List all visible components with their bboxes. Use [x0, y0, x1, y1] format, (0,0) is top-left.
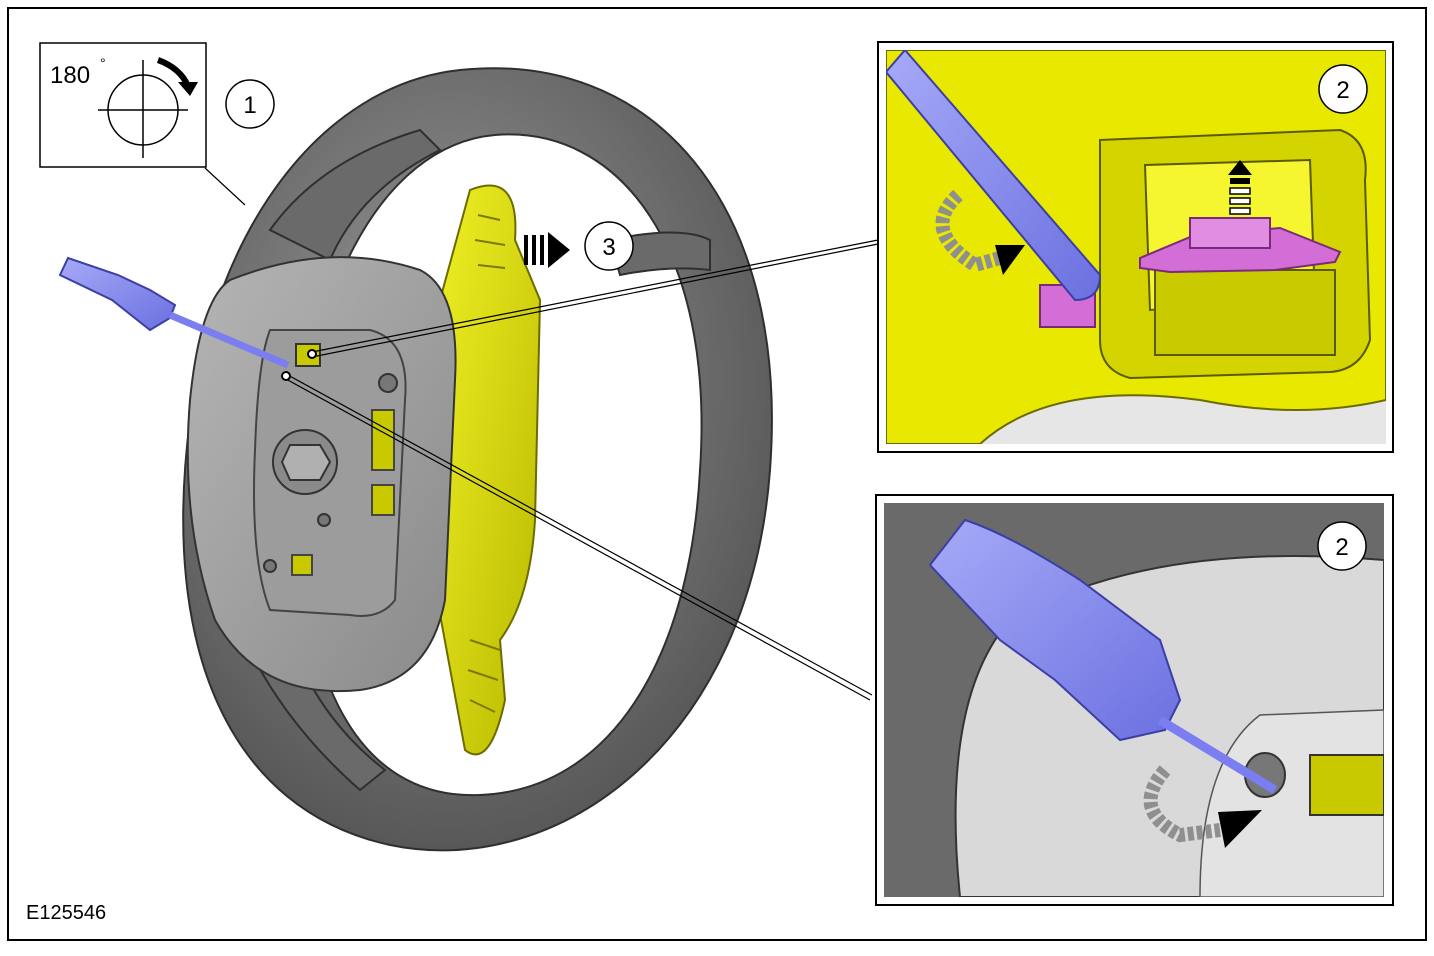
detail-panel-bottom: 2 [875, 494, 1394, 906]
svg-text:3: 3 [602, 234, 615, 261]
right-spoke [608, 231, 711, 277]
svg-text:2: 2 [1336, 77, 1349, 104]
callout-1: 1 [225, 79, 275, 129]
steering-wheel [182, 67, 773, 852]
svg-text:1: 1 [243, 92, 256, 119]
callout-2-top: 2 [1318, 64, 1368, 114]
crosshair-icon [98, 60, 188, 158]
figure-id: E125546 [26, 902, 107, 924]
detail-panel-top: 2 [877, 41, 1394, 453]
rotation-arrow-icon [935, 189, 1025, 275]
detail-screwdriver-icon [886, 50, 1102, 302]
push-arrow-icon [524, 232, 570, 268]
rotation-box: 180 ° [39, 42, 207, 168]
screwdriver-icon [58, 256, 290, 369]
upper-spoke [268, 128, 442, 262]
callout-2-bottom: 2 [1317, 521, 1367, 571]
rotation-label: 180 [50, 62, 90, 89]
lift-arrow-icon [1228, 160, 1252, 215]
callout-3: 3 [584, 221, 634, 271]
rotation-degree: ° [100, 55, 106, 71]
rotation-arrow-icon [156, 57, 198, 96]
svg-text:2: 2 [1335, 534, 1348, 561]
rotation-arrow-icon [1143, 765, 1262, 848]
leader-lines [204, 167, 879, 701]
detail-screwdriver-icon [928, 518, 1182, 742]
